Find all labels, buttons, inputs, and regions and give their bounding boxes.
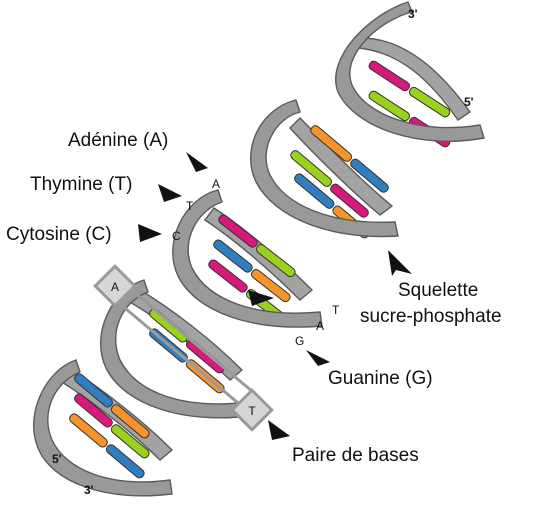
letter-T-top: T [186,199,194,213]
arrow-thymine [158,184,182,202]
base-thymine [208,259,248,293]
arrow-cytosine [138,224,162,242]
svg-text:T: T [248,404,256,418]
base-guanine [310,125,353,162]
base-pair [368,60,451,118]
arrow-paire [268,420,290,440]
base-cytosine [105,444,145,479]
base-thymine [368,60,411,92]
backbone-front-strand [33,1,485,497]
base-thymine [330,183,369,218]
label-cytosine: Cytosine (C) [6,224,112,245]
base-guanine [69,413,108,448]
base-pair-highlighted [149,308,225,374]
base-tag-T: T [230,388,274,432]
base-cytosine [350,158,389,193]
label-squelette-line2: sucre-phosphate [360,306,502,327]
base-guanine [110,404,150,439]
arrow-inner [248,290,274,306]
label-squelette-line1: Squelette [398,280,478,301]
svg-text:A: A [111,280,119,294]
base-adenine [290,150,333,187]
letter-A-right: A [316,319,324,333]
end-top-3prime: 3' [408,7,418,21]
base-adenine [256,244,296,278]
letter-G-right: G [295,334,304,348]
base-pair [218,214,296,278]
base-pair [310,125,389,193]
base-pair [290,150,369,218]
base-pair [213,239,291,303]
end-top-5prime: 5' [464,95,474,109]
base-cytosine [213,239,253,273]
base-pair [69,413,145,479]
base-guanine [251,269,291,303]
pointer-arrows [138,152,412,440]
label-thymine: Thymine (T) [30,174,132,195]
label-guanine: Guanine (G) [328,368,433,389]
label-paire-de-bases: Paire de bases [292,445,419,466]
arrow-guanine [306,350,330,366]
base-cytosine [294,173,335,209]
base-pair [74,373,150,439]
base-adenine [408,86,451,118]
base-cytosine [74,373,113,408]
base-thymine [218,214,258,248]
base-adenine [368,90,411,122]
label-adenine: Adénine (A) [68,130,168,151]
letter-C-top: C [172,229,181,243]
letter-T-right: T [332,303,340,317]
base-adenine [110,424,150,459]
arrow-adenine [186,152,208,172]
letter-A-top: A [212,177,220,191]
arrow-squelette [388,250,412,276]
base-pair [74,393,150,459]
base-thymine [74,393,113,428]
end-bottom-5prime: 5' [52,452,62,466]
base-tag-A: A [93,264,137,308]
end-bottom-3prime: 3' [84,483,94,497]
